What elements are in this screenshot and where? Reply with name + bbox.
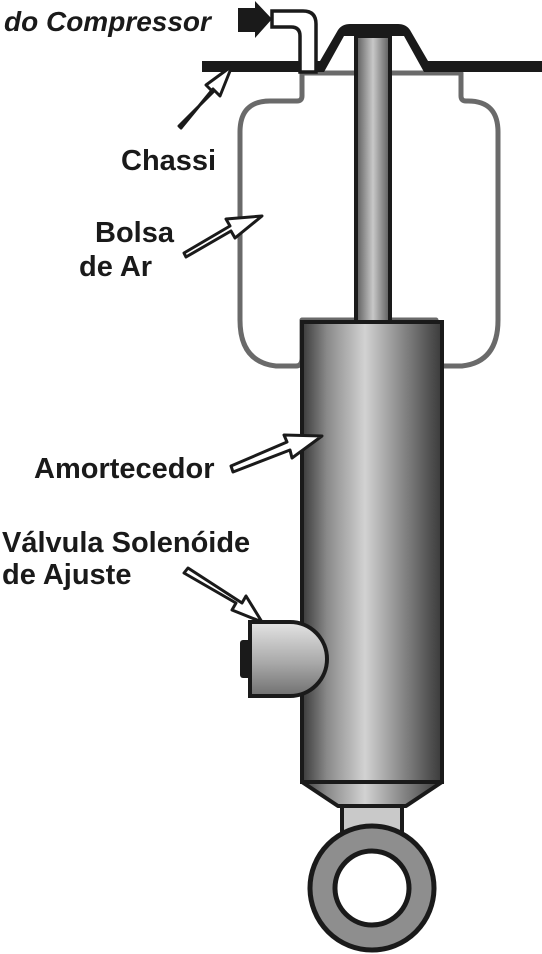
shock-absorber-label: Amortecedor — [34, 453, 215, 485]
compressor-flow-arrow-icon — [238, 1, 272, 38]
chassis-label: Chassi — [121, 145, 216, 177]
compressor-air-line — [270, 9, 318, 74]
air-bag-pointer-arrow-icon — [182, 214, 264, 259]
solenoid-valve — [248, 620, 329, 698]
piston-rod — [354, 34, 392, 330]
compressor-label: do Compressor — [4, 6, 213, 37]
shock-absorber-body — [300, 320, 444, 784]
eye-mount-hole — [332, 848, 412, 928]
valve-label-line2: de Ajuste — [2, 559, 131, 591]
air-bag-label-line1: Bolsa — [95, 217, 175, 249]
rod-mount-cap — [352, 28, 394, 36]
valve-label-line1: Válvula Solenóide — [2, 527, 250, 559]
valve-pointer-arrow-icon — [182, 566, 264, 624]
shock-pointer-arrow-icon — [229, 433, 324, 474]
solenoid-valve-cap — [240, 640, 252, 678]
shock-absorber-taper — [300, 780, 444, 808]
air-bag-label-line2: de Ar — [79, 251, 152, 283]
chassis-pointer-arrow-icon — [177, 64, 234, 130]
